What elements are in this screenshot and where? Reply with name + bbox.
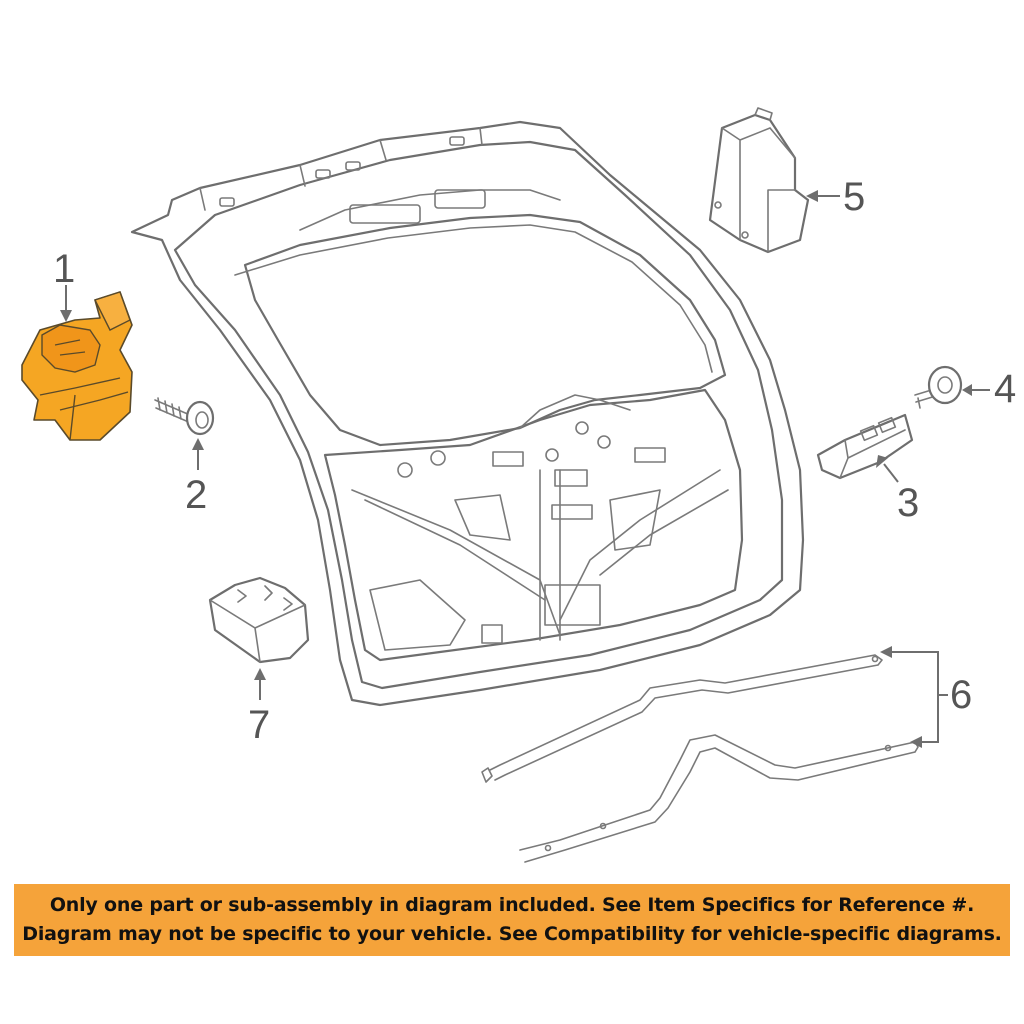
callout-2: 2	[185, 473, 207, 517]
disclaimer-banner: Only one part or sub-assembly in diagram…	[14, 884, 1010, 956]
disclaimer-line-2: Diagram may not be specific to your vehi…	[22, 923, 1002, 945]
part-5-module	[708, 107, 810, 254]
part-3-switch	[816, 413, 914, 480]
part-6-rods	[481, 654, 919, 863]
liftgate-panel	[130, 120, 805, 707]
callout-1: 1	[53, 247, 75, 291]
disclaimer-line-1: Only one part or sub-assembly in diagram…	[49, 894, 975, 916]
callout-5: 5	[843, 175, 865, 219]
part-7-bracket	[208, 576, 310, 664]
part-4-nut	[914, 365, 963, 409]
callout-7: 7	[248, 703, 270, 747]
part-1-highlighted	[21, 291, 133, 441]
callout-3: 3	[897, 481, 919, 525]
leader-lines	[60, 190, 990, 748]
callout-6: 6	[950, 673, 972, 717]
callout-4: 4	[994, 367, 1016, 411]
part-2-bolt	[154, 397, 215, 436]
